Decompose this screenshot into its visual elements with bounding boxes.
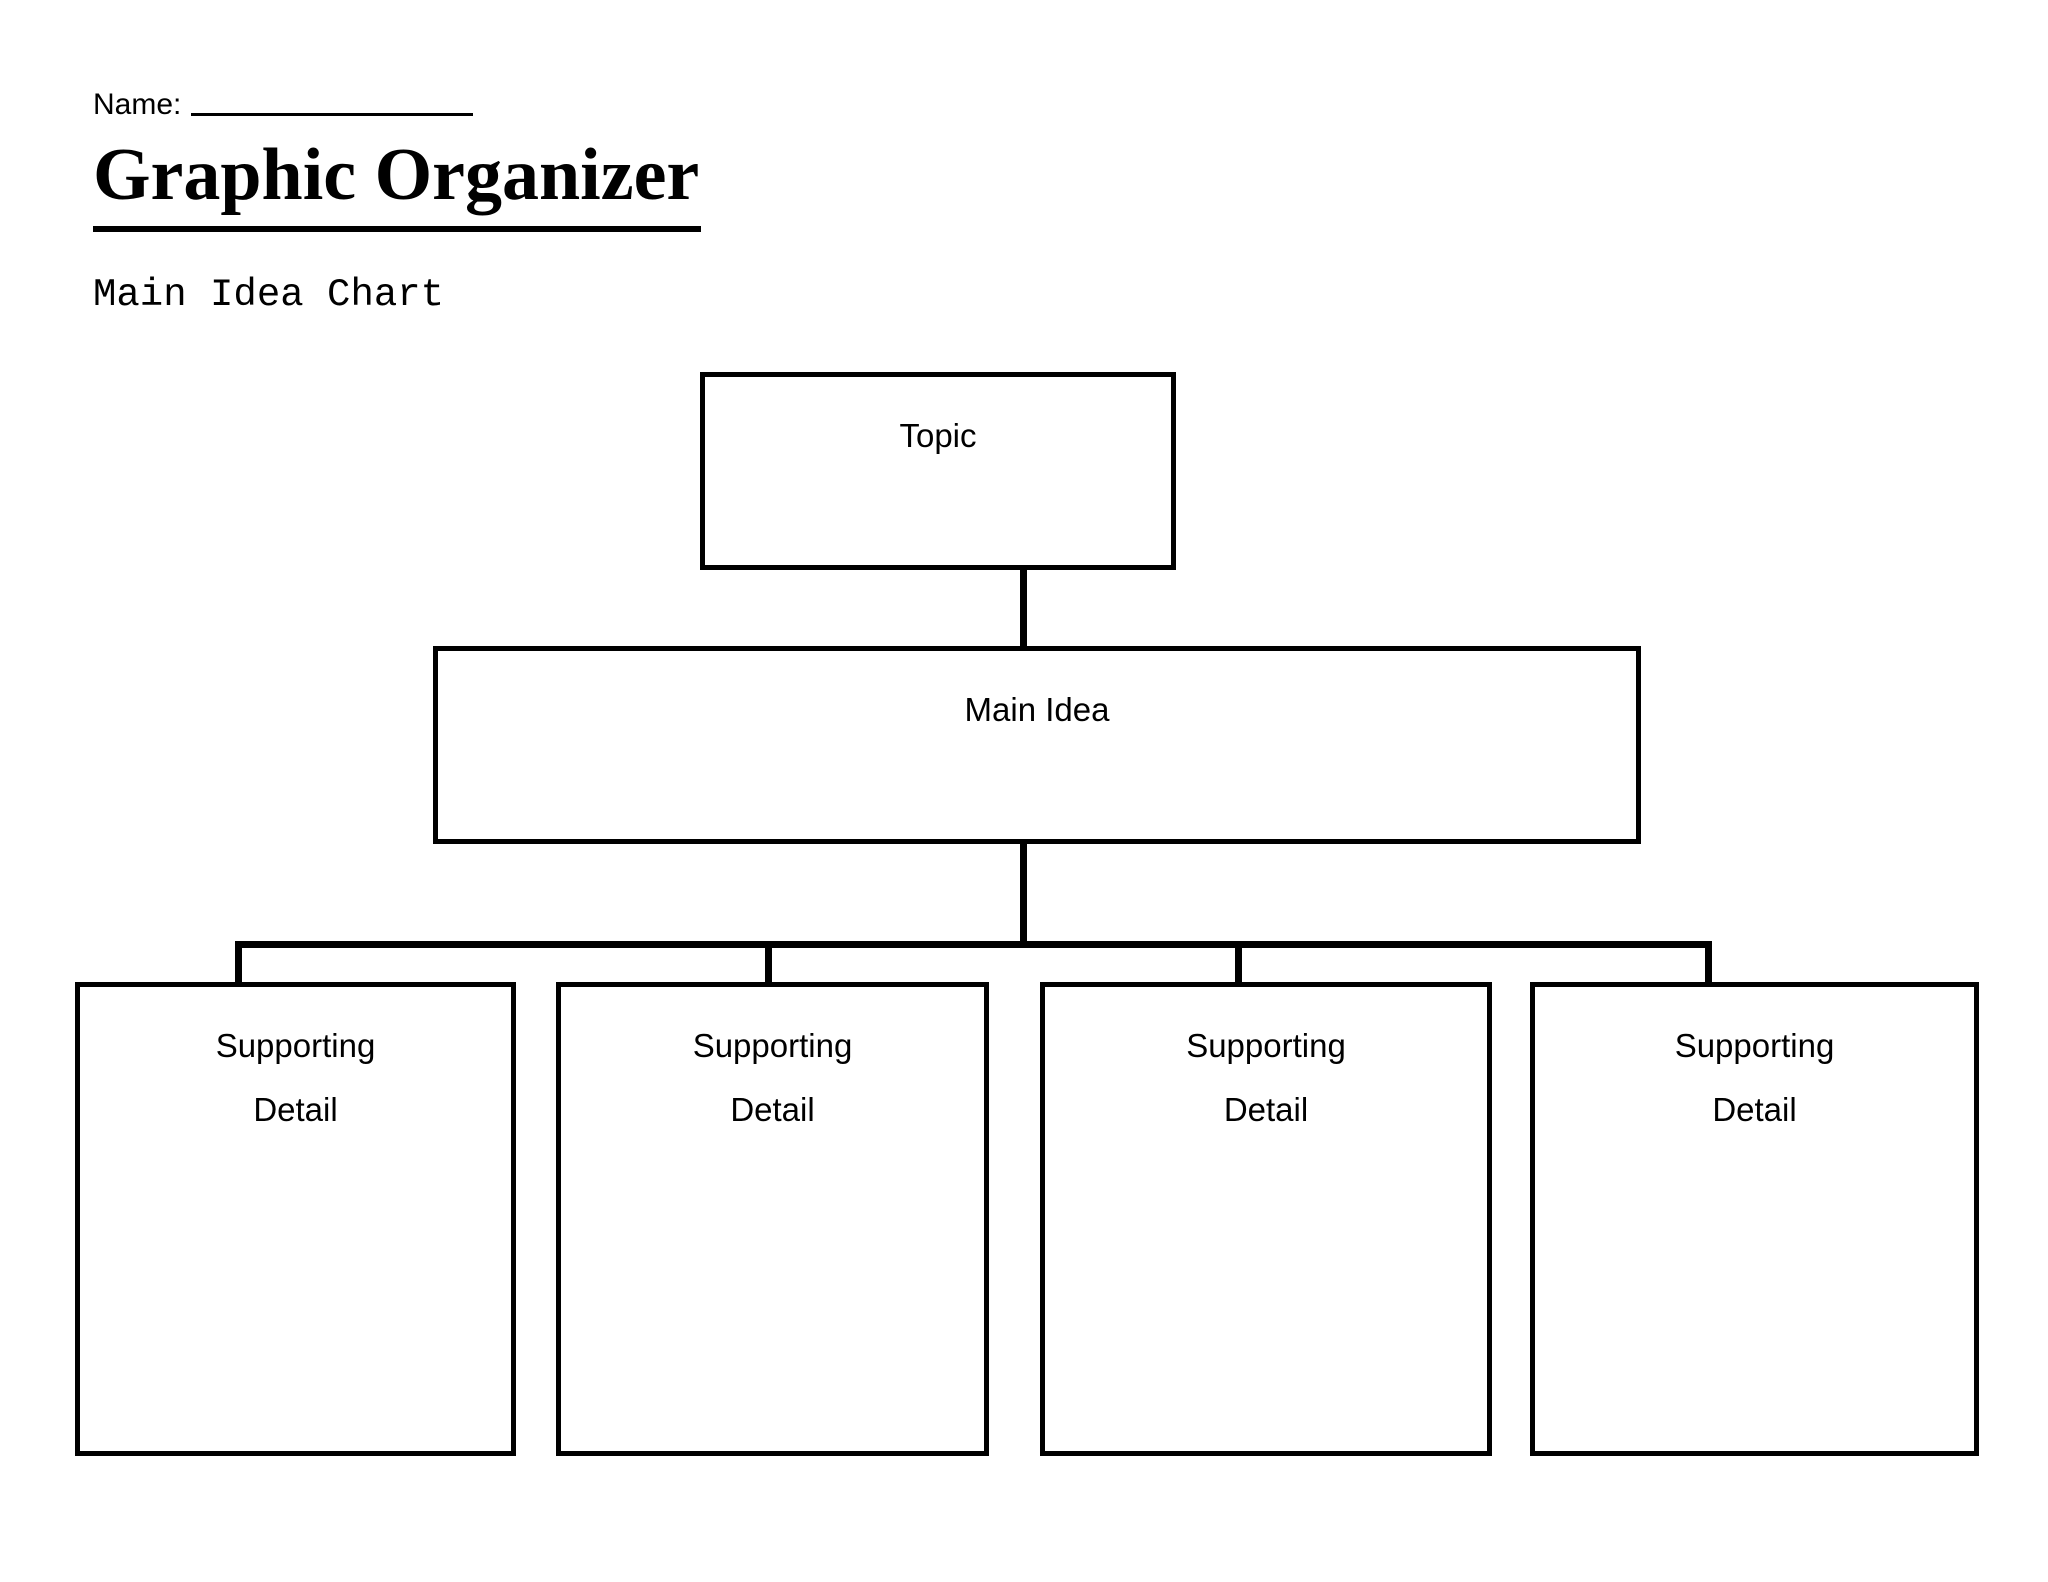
- page-subtitle: Main Idea Chart: [93, 273, 445, 317]
- main-idea-box[interactable]: Main Idea: [433, 646, 1641, 844]
- title-underline-rule: [93, 226, 701, 232]
- main-idea-box-label: Main Idea: [964, 691, 1110, 728]
- supporting-detail-label-line1: Supporting: [1186, 1027, 1346, 1064]
- connector-stub-detail-2: [765, 941, 772, 986]
- connector-main-idea-to-bus: [1020, 842, 1027, 946]
- supporting-detail-box-2[interactable]: Supporting Detail: [556, 982, 989, 1456]
- name-label: Name:: [93, 88, 182, 121]
- supporting-detail-box-1[interactable]: Supporting Detail: [75, 982, 516, 1456]
- supporting-detail-box-3[interactable]: Supporting Detail: [1040, 982, 1492, 1456]
- page-title: Graphic Organizer: [93, 134, 700, 216]
- supporting-detail-label-line1: Supporting: [692, 1027, 853, 1064]
- supporting-detail-label-line2: Detail: [730, 1091, 815, 1128]
- connector-stub-detail-4: [1705, 941, 1712, 986]
- supporting-detail-label-line2: Detail: [1712, 1091, 1797, 1128]
- connector-horizontal-bus: [235, 941, 1712, 948]
- supporting-detail-label-line1: Supporting: [1674, 1027, 1835, 1064]
- supporting-detail-label-line2: Detail: [1223, 1091, 1309, 1128]
- supporting-detail-box-4[interactable]: Supporting Detail: [1530, 982, 1979, 1456]
- connector-stub-detail-1: [235, 941, 242, 986]
- topic-box[interactable]: Topic: [700, 372, 1176, 570]
- name-write-in-blank[interactable]: [191, 113, 474, 116]
- topic-box-label: Topic: [899, 417, 977, 454]
- name-field-row: Name:: [93, 88, 474, 121]
- connector-topic-to-main-idea: [1020, 568, 1027, 648]
- supporting-detail-label-line1: Supporting: [215, 1027, 376, 1064]
- connector-stub-detail-3: [1235, 941, 1242, 986]
- supporting-detail-label-line2: Detail: [253, 1091, 338, 1128]
